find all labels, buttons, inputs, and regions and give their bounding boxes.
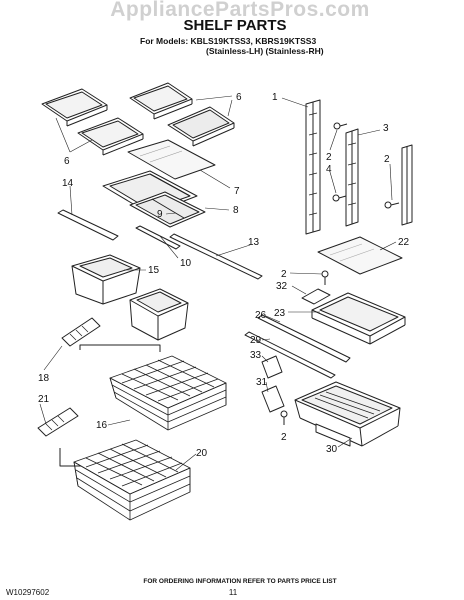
drawer-handle-upper — [61, 317, 101, 347]
drawer — [294, 381, 401, 447]
screw-e — [280, 410, 288, 425]
callout-8: 8 — [233, 205, 239, 216]
callout-21: 21 — [38, 394, 50, 405]
clip-bracket — [261, 385, 285, 413]
trim-strip — [57, 209, 119, 241]
callout-29: 29 — [250, 335, 262, 346]
rail-center — [345, 128, 359, 227]
cover-strip-lower — [244, 331, 336, 379]
callout-2-middle: 2 — [281, 269, 287, 280]
callout-2-lower: 2 — [281, 432, 287, 443]
callout-13: 13 — [248, 237, 260, 248]
callout-23: 23 — [274, 308, 286, 319]
page-title: SHELF PARTS — [183, 17, 287, 34]
callout-4: 4 — [326, 164, 332, 175]
wire-basket-lower — [73, 439, 191, 521]
callout-15: 15 — [148, 265, 160, 276]
rail-left — [305, 99, 321, 235]
cover-strip — [257, 314, 351, 363]
screw-d — [321, 270, 329, 285]
hinge-bracket — [261, 355, 283, 379]
callout-20: 20 — [196, 448, 208, 459]
shelf-left-back — [77, 117, 144, 156]
callout-22: 22 — [398, 237, 410, 248]
leader-line-18 — [79, 344, 161, 352]
callout-7: 7 — [234, 186, 240, 197]
crisper-drawer-upper — [71, 254, 141, 305]
drawer-handle-lower — [37, 407, 79, 437]
glass-shelf-right — [317, 236, 403, 275]
screw-a — [333, 122, 348, 130]
document-number: W10297602 — [6, 588, 50, 597]
screw-c — [384, 201, 400, 209]
bracket — [301, 288, 331, 305]
callout-2-right: 2 — [384, 154, 390, 165]
callout-10: 10 — [180, 258, 192, 269]
deli-pan — [311, 292, 406, 345]
shelf-left-front — [41, 88, 108, 127]
divider-rail — [135, 225, 181, 250]
callout-2-upper: 2 — [326, 152, 332, 163]
callout-30: 30 — [326, 444, 338, 455]
long-rail — [169, 233, 263, 280]
wire-basket-upper — [109, 355, 227, 431]
shelf-right-glass — [167, 106, 235, 147]
model-list: For Models: KBLS19KTSS3, KBRS19KTSS3 — [140, 36, 317, 46]
callout-16: 16 — [96, 420, 108, 431]
watermark: AppliancePartsPros.com — [110, 0, 370, 21]
callout-26: 26 — [255, 310, 267, 321]
callout-9: 9 — [157, 209, 163, 220]
callout-6-left: 6 — [64, 156, 70, 167]
shelf-middle-top — [129, 82, 193, 120]
callout-33: 33 — [250, 350, 262, 361]
callout-1: 1 — [272, 92, 278, 103]
page-number: 11 — [228, 588, 238, 597]
callout-31: 31 — [256, 377, 268, 388]
model-variants: (Stainless-LH) (Stainless-RH) — [206, 46, 324, 56]
callout-32: 32 — [276, 281, 288, 292]
callout-18: 18 — [38, 373, 50, 384]
callout-leaders — [39, 95, 397, 471]
callout-14: 14 — [62, 178, 74, 189]
crisper-pan-frame — [102, 170, 206, 228]
callout-3: 3 — [383, 123, 389, 134]
screw-b — [332, 194, 347, 202]
crisper-drawer-lower — [129, 288, 189, 341]
rail-right — [401, 144, 413, 226]
callout-6-top: 6 — [236, 92, 242, 103]
glass-shelf — [127, 139, 216, 180]
ordering-info-note: FOR ORDERING INFORMATION REFER TO PARTS … — [143, 578, 337, 585]
